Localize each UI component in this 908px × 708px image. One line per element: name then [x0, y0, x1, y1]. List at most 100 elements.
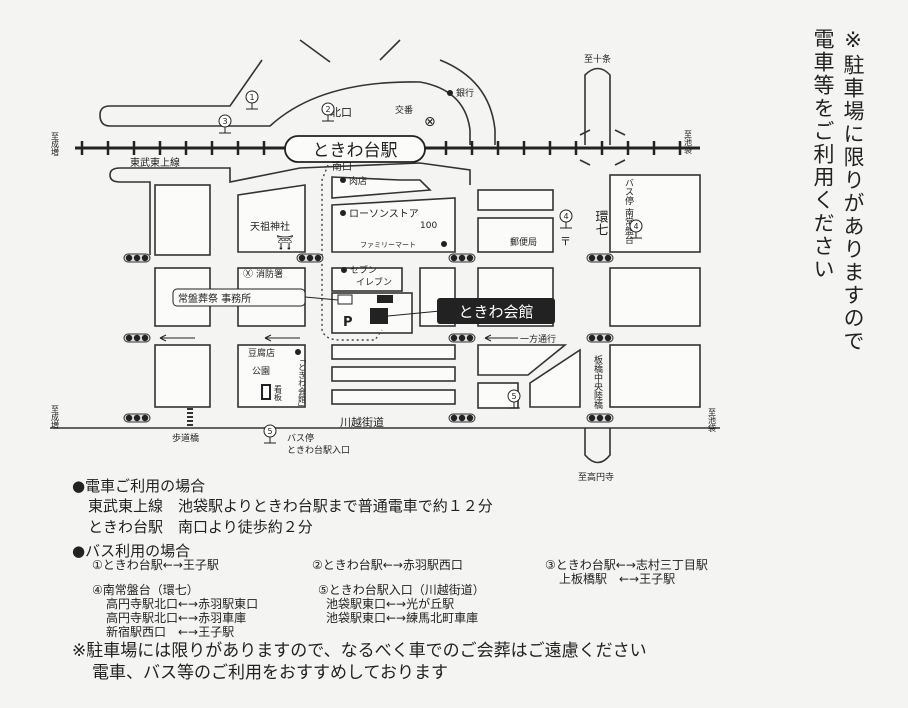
bus-stop-name: ときわ台駅入口 [287, 444, 350, 456]
to-ikebukuro-label: 至池袋 [708, 408, 717, 433]
butcher-label: 肉店 [349, 175, 367, 187]
bank-label: 銀行 [456, 87, 474, 99]
post-office-label: 郵便局 [510, 236, 537, 248]
signboard-icon [261, 384, 271, 400]
shrine-block [237, 184, 306, 253]
bus-route-line: ⑤ときわ台駅入口（川越街道） [318, 583, 485, 597]
railway-ties [80, 141, 682, 155]
bus-route-line: ③ときわ台駅←→志村三丁目駅 [545, 558, 708, 572]
to-narimasu-label: 至成増 [51, 405, 60, 430]
bus-stop-icon: 1 [245, 90, 259, 110]
bus-route-line: ④南常盤台（環七） [92, 583, 199, 597]
train-heading: ●電車ご利用の場合 [72, 477, 206, 495]
venue-building [370, 308, 388, 324]
bus-route-4: ④南常盤台（環七） 高円寺駅北口←→赤羽駅東口 高円寺駅北口←→赤羽車庫 新宿駅… [92, 583, 258, 639]
lawson-label: ローソンストア [349, 209, 419, 220]
bus-route-1: ①ときわ台駅←→王子駅 [92, 558, 219, 572]
bus-route-line: 池袋駅東口←→光が丘駅 [326, 597, 455, 611]
seven-eleven-label: セブン [350, 264, 377, 276]
bus-stop-icon: 5 [263, 424, 277, 444]
seven-eleven-label: イレブン [356, 276, 392, 288]
bus-route-line: 高円寺駅北口←→赤羽駅東口 [106, 597, 259, 611]
train-line: 東武東上線 池袋駅よりときわ台駅まで普通電車で約１２分 [88, 497, 493, 515]
bus-heading: ●バス利用の場合 [72, 542, 191, 560]
traffic-light-icon [123, 413, 151, 423]
bus-route-line: 池袋駅東口←→練馬北町車庫 [326, 611, 479, 625]
fire-station-icon: Ⓧ [243, 268, 253, 280]
line-label: 東武東上線 [130, 156, 180, 169]
road-jujo [584, 67, 611, 145]
traffic-light-icon [123, 253, 151, 263]
traffic-light-icon [448, 333, 476, 343]
bus-route-5: ⑤ときわ台駅入口（川越街道） 池袋駅東口←→光が丘駅 池袋駅東口←→練馬北町車庫 [318, 583, 485, 625]
bus-stop-number: 1 [249, 93, 254, 102]
bus-route-line: 上板橋駅 ←→王子駅 [559, 572, 676, 586]
fire-station-label: 消防署 [256, 268, 283, 280]
note-line: ※駐車場には限りがありますので、なるべく車でのご会葬はご遠慮ください [72, 641, 647, 661]
side-note-line: 電車等をご利用ください [811, 28, 835, 281]
traffic-light-icon [586, 253, 614, 263]
signboard-label: 看板 [274, 385, 283, 402]
venue-label: ときわ会館 [458, 303, 533, 321]
note-line: 電車、バス等のご利用をおすすめしております [92, 663, 448, 683]
office-building [337, 294, 353, 305]
torii-icon: ⛩ [276, 235, 294, 251]
to-jujo-label: 至十条 [584, 53, 611, 65]
post-office-icon: 〒 [560, 235, 571, 248]
bus-stop-number: 5 [511, 392, 516, 401]
traffic-light-icon [123, 333, 151, 343]
shrine-label: 天祖神社 [250, 220, 290, 233]
bus-stop-number: 4 [563, 212, 568, 221]
to-ikebukuro-label: 至池袋 [684, 130, 693, 155]
venue-callout [437, 298, 555, 324]
traffic-light-icon [296, 253, 324, 263]
familymart-label: ファミリーマート [360, 241, 416, 249]
one-way-arrows [159, 334, 300, 342]
bus-stop-icon: 4 [629, 219, 643, 239]
bus-route-2: ②ときわ台駅←→赤羽駅西口 [312, 558, 463, 572]
bus-stop-icon: 2 [321, 102, 335, 122]
bus-stop-number: 3 [222, 117, 227, 126]
office-label: 常盤葬祭 事務所 [178, 292, 251, 305]
bus-stops: 1 2 3 4 4 5 5 [218, 90, 643, 444]
bus-stop-icon: 4 [559, 209, 573, 229]
bus-stop-label: バス停 [287, 432, 314, 444]
bus-route-line: 高円寺駅北口←→赤羽車庫 [106, 611, 247, 625]
train-line: ときわ台駅 南口より徒歩約２分 [88, 518, 313, 536]
lawson-100-label: 100 [420, 221, 437, 231]
bus-route-line: 新宿駅西口 ←→王子駅 [106, 625, 235, 639]
station-name: ときわ台駅 [313, 141, 398, 161]
traffic-lights [123, 253, 614, 423]
bus-stop-number: 2 [325, 105, 330, 114]
bus-stop-icon: 5 [507, 389, 521, 409]
koban-label: 交番 [395, 104, 413, 116]
parking-side-note: ※駐車場に限りがありますので 電車等をご利用ください [808, 28, 868, 353]
area-map: ときわ台駅 北口 交番 ⊗ 銀行 東武東上線 至成増 至成増 至池袋 至池袋 [50, 39, 720, 483]
to-koenji-label: 至高円寺 [578, 471, 614, 483]
one-way-label: 一方通行 [520, 333, 556, 345]
south-exit-label: 南口 [332, 160, 352, 173]
side-note-line: ※駐車場に限りがありますので [841, 28, 865, 353]
koban-icon: ⊗ [424, 114, 436, 130]
kan7-label: 環七 [593, 210, 609, 236]
bus-stop-icon: 3 [218, 114, 232, 134]
sign-text-label: 「ときわ会館」 [298, 355, 307, 411]
footbridge-label: 歩道橋 [172, 432, 199, 444]
station-box [284, 135, 426, 163]
park-label: 公園 [252, 366, 270, 377]
walking-route [321, 164, 383, 341]
traffic-light-icon [586, 413, 614, 423]
access-info: ●電車ご利用の場合 東武東上線 池袋駅よりときわ台駅まで普通電車で約１２分 とき… [72, 476, 792, 561]
bus-stop-number: 5 [267, 427, 272, 436]
traffic-light-icon [586, 333, 614, 343]
tofu-label: 豆腐店 [248, 347, 275, 359]
parking-icon: P [343, 315, 353, 330]
traffic-light-icon [448, 413, 476, 423]
kawagoe-label: 川越街道 [340, 415, 384, 429]
to-narimasu-label: 至成増 [51, 132, 60, 157]
north-exit-label: 北口 [330, 106, 352, 119]
bus-route-3: ③ときわ台駅←→志村三丁目駅 上板橋駅 ←→王子駅 [545, 558, 708, 586]
traffic-light-icon [448, 253, 476, 263]
bus-stop-number: 4 [633, 222, 638, 231]
road-north-west [99, 59, 263, 116]
